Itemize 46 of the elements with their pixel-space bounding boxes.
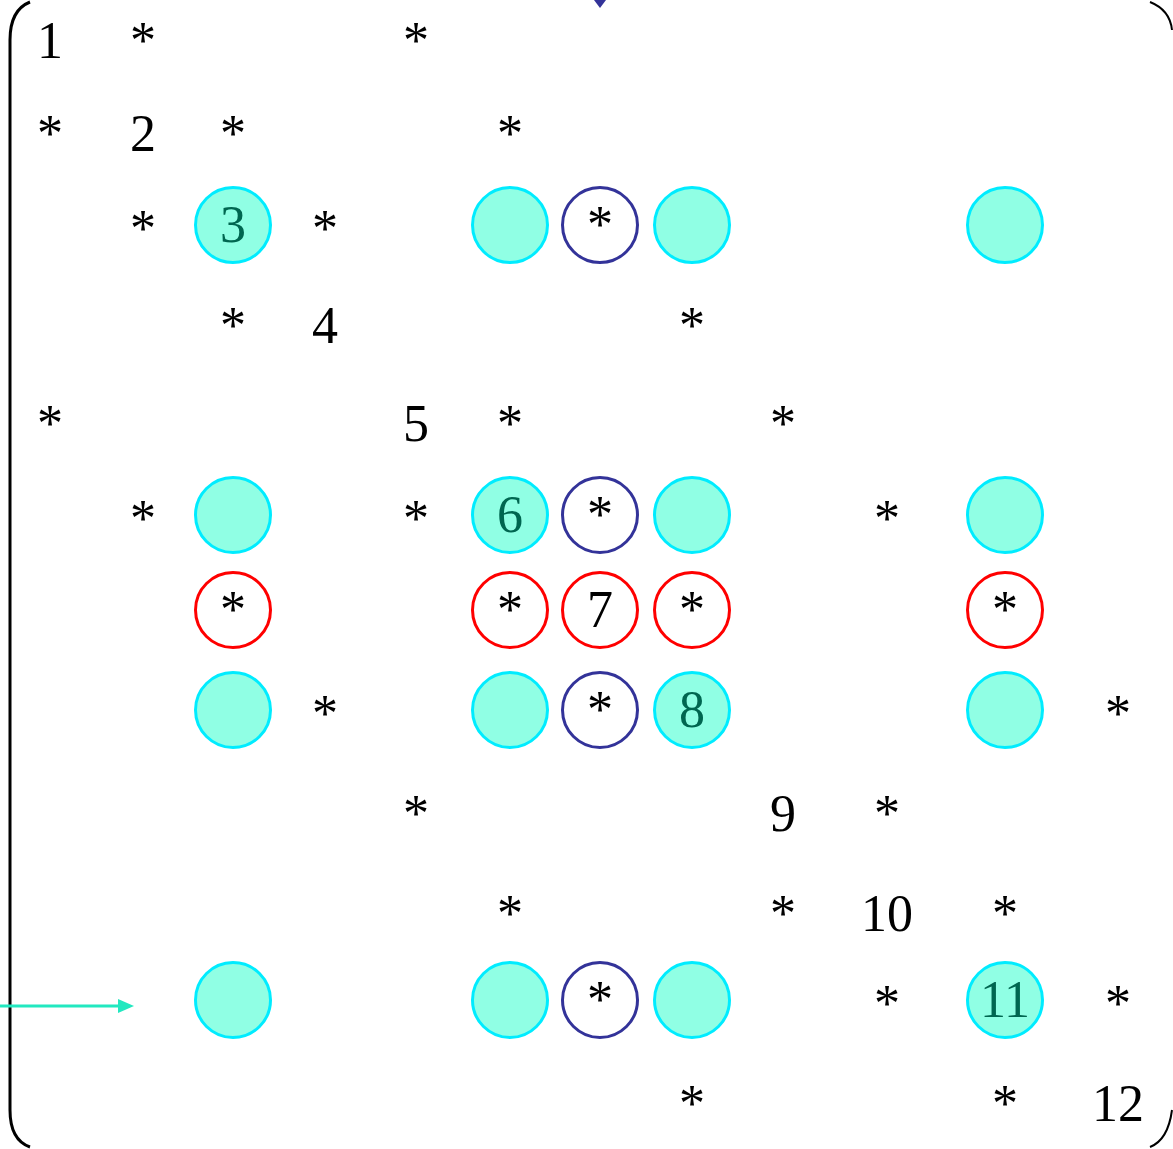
circled-entry: *: [194, 571, 272, 649]
matrix-entry: 10: [861, 888, 913, 940]
matrix-entry: *: [130, 15, 156, 67]
matrix-entry: *: [220, 300, 246, 352]
matrix-entry: *: [220, 108, 246, 160]
circled-entry: *: [561, 671, 639, 749]
matrix-entry: *: [497, 108, 523, 160]
circled-entry: *: [966, 571, 1044, 649]
matrix-entry: *: [992, 888, 1018, 940]
matrix-entry: *: [497, 888, 523, 940]
circled-entry: *: [561, 476, 639, 554]
matrix-entry: *: [37, 398, 63, 450]
circled-entry: 3: [194, 186, 272, 264]
matrix-entry: 1: [37, 15, 63, 67]
circled-entry: 6: [471, 476, 549, 554]
matrix-entry: *: [312, 203, 338, 255]
circled-entry: *: [561, 961, 639, 1039]
circled-entry: *: [653, 571, 731, 649]
matrix-entry: *: [874, 493, 900, 545]
matrix-entry: *: [770, 888, 796, 940]
matrix-entry: 4: [312, 300, 338, 352]
matrix-entry: *: [1105, 978, 1131, 1030]
circled-entry: 8: [653, 671, 731, 749]
matrix-entry: *: [130, 203, 156, 255]
matrix-entry: *: [403, 493, 429, 545]
matrix-entry: 12: [1092, 1078, 1144, 1130]
circled-entry: *: [471, 571, 549, 649]
matrix-entry: 9: [770, 788, 796, 840]
circled-entry: 7: [561, 571, 639, 649]
matrix-entry: *: [679, 1078, 705, 1130]
circled-entry: *: [561, 186, 639, 264]
matrix-entry: *: [403, 15, 429, 67]
matrix-entry: *: [874, 788, 900, 840]
matrix-entry: *: [874, 978, 900, 1030]
matrix-entry: *: [992, 1078, 1018, 1130]
matrix-entry: *: [312, 688, 338, 740]
matrix-entry: *: [497, 398, 523, 450]
matrix-entry: 2: [130, 108, 156, 160]
matrix-entry: *: [679, 300, 705, 352]
matrix-entry: *: [130, 493, 156, 545]
circled-entry: 11: [966, 961, 1044, 1039]
matrix-entry: *: [37, 108, 63, 160]
matrix-entry: *: [403, 788, 429, 840]
matrix-entry: *: [1105, 688, 1131, 740]
matrix-entry: 5: [403, 398, 429, 450]
matrix-entry: *: [770, 398, 796, 450]
